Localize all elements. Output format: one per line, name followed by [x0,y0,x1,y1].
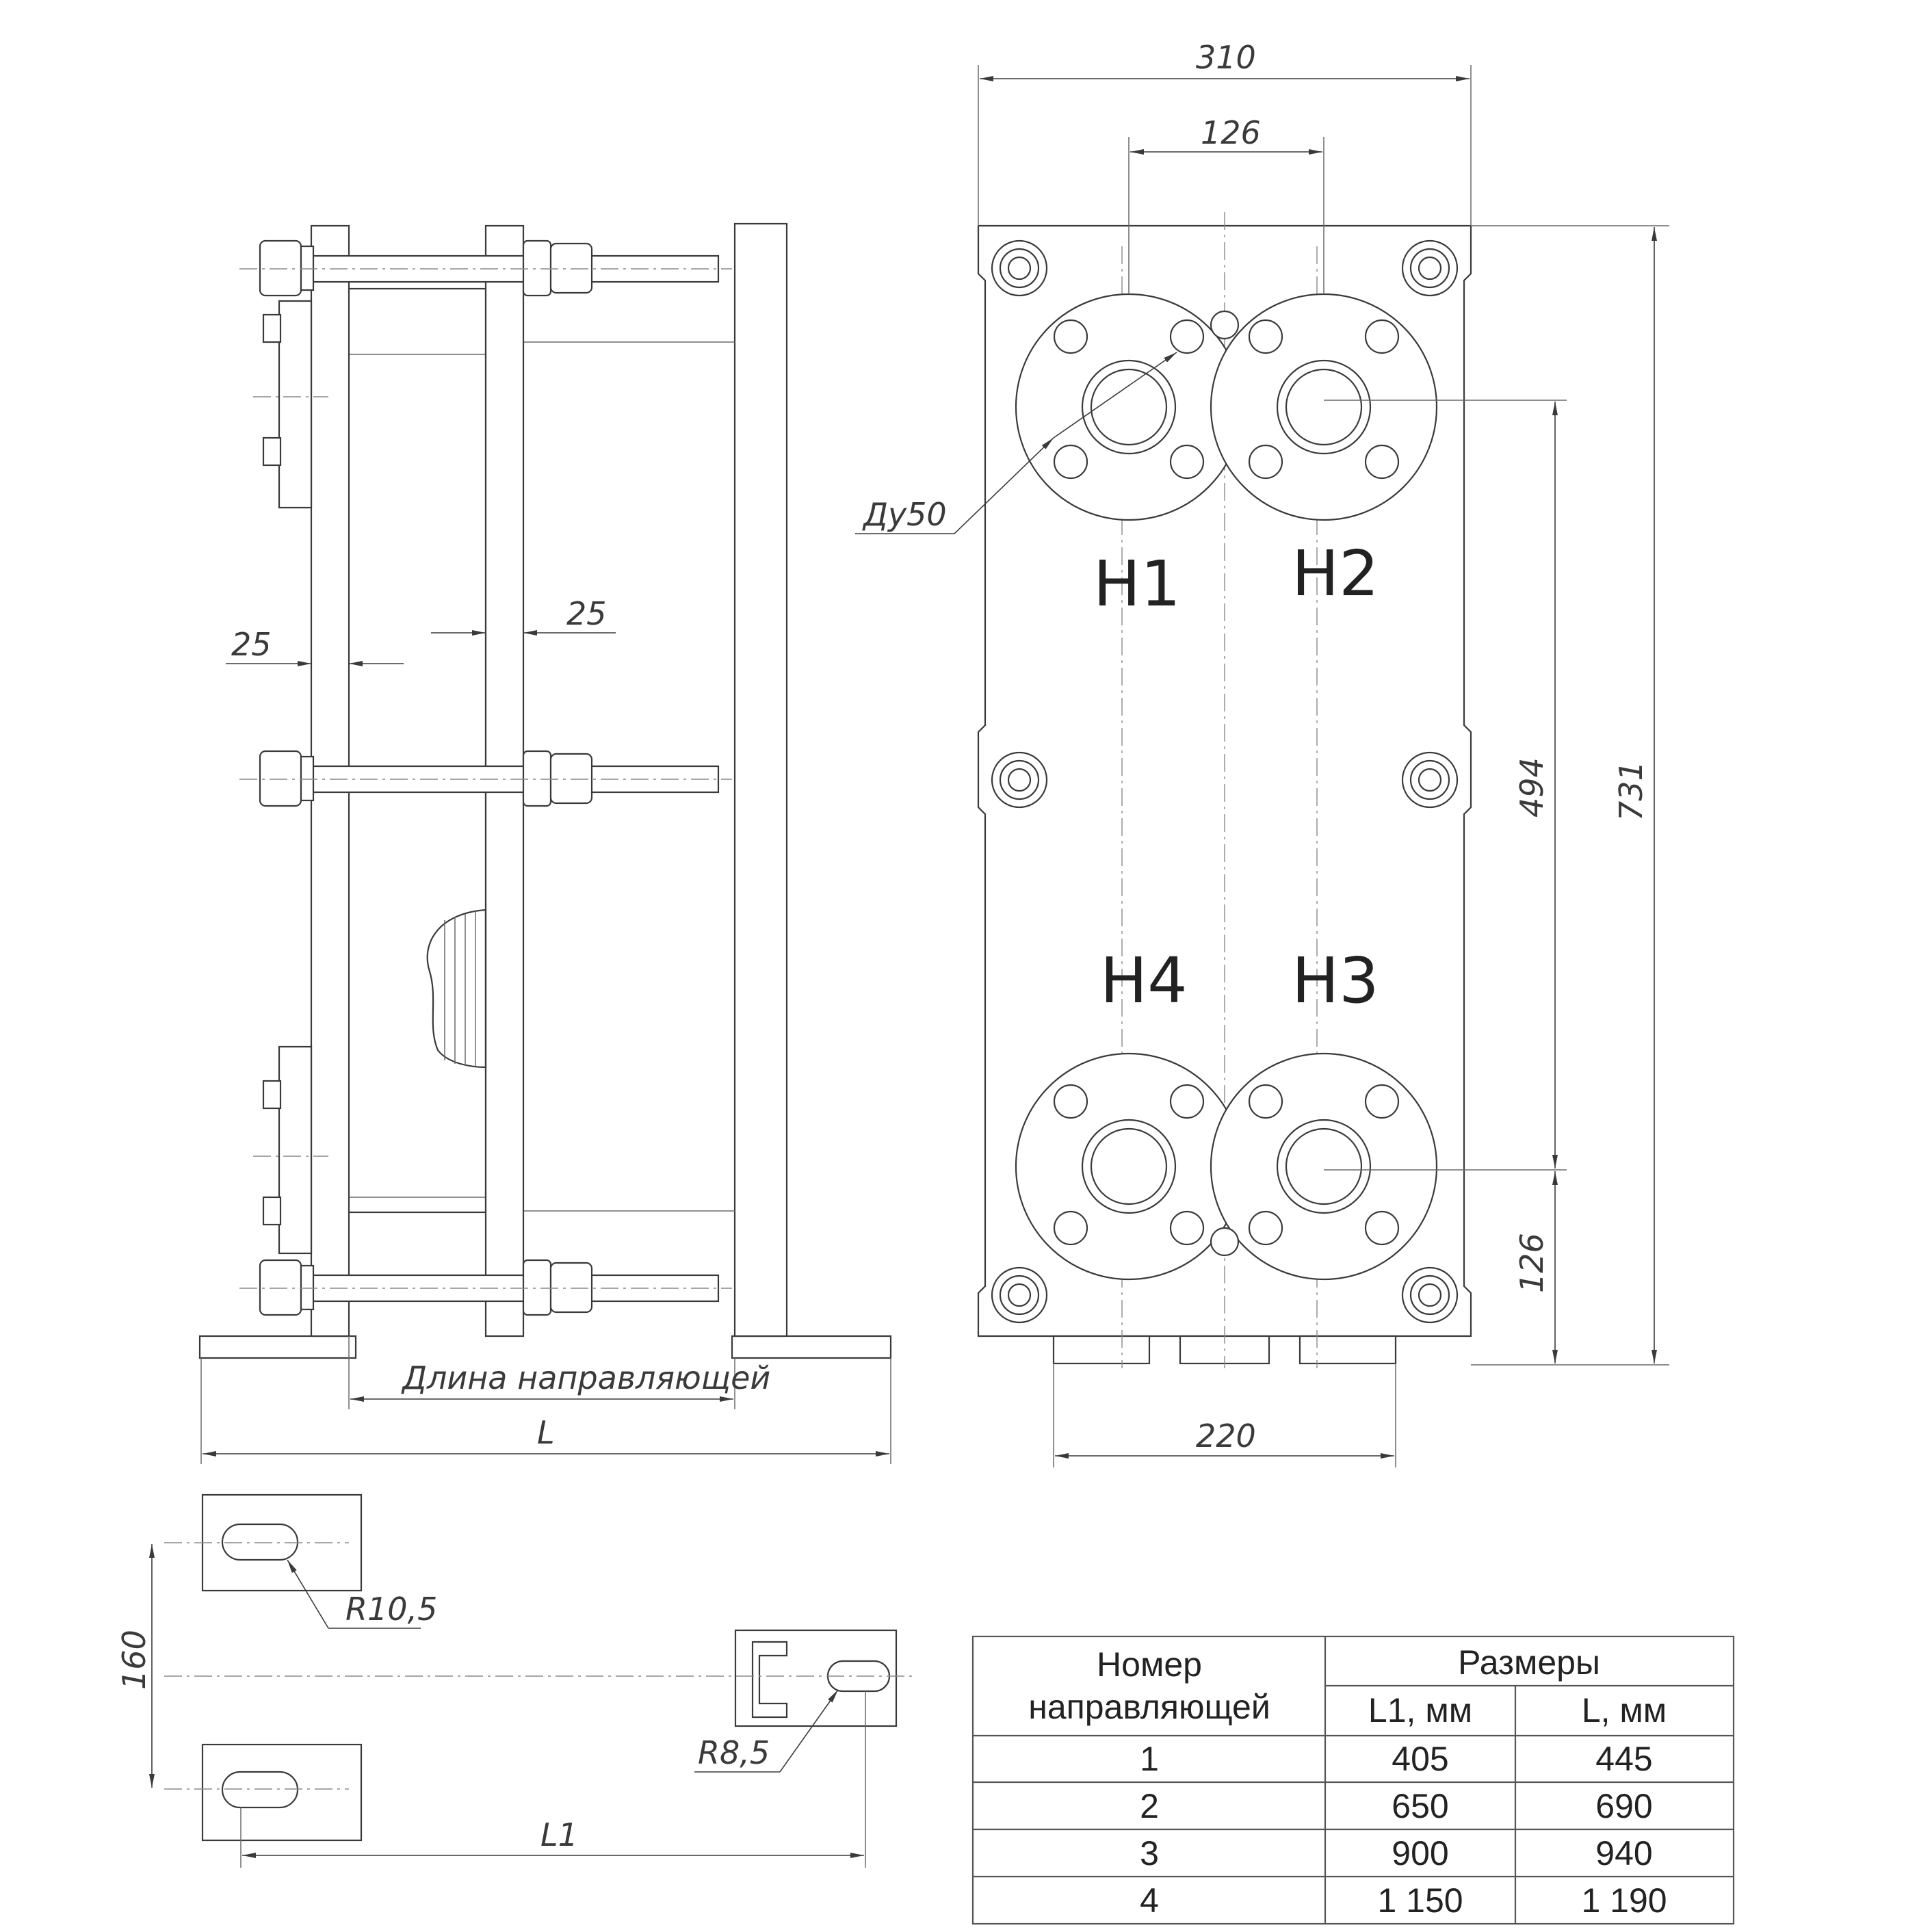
header-sizes: Размеры [1458,1643,1600,1682]
dim-25-mid: 25 [566,595,607,632]
header-number-line1: Номер [1097,1645,1202,1684]
port-label-h4: H4 [1100,944,1188,1017]
flange-h2 [1210,293,1438,521]
table-cell: 3 [1140,1834,1159,1872]
slot-radius-left: R10,5 [345,1591,437,1628]
table-cell: 940 [1595,1834,1652,1872]
foot-plate-bottom [201,1743,363,1842]
foot-plate-right [734,1629,898,1727]
dimension-table: Номер направляющей Размеры L1, мм L, мм … [971,1635,1735,1925]
table-cell: 445 [1595,1740,1652,1778]
guide-length-l1: L1 [540,1816,578,1853]
dim-160: 160 [116,1630,153,1690]
header-l: L, мм [1582,1691,1667,1729]
header-l1: L1, мм [1368,1691,1472,1729]
guide-length-label: Длина направляющей [401,1359,770,1396]
corner-bolts [991,239,1459,1324]
dim-126-top: 126 [1201,114,1261,151]
front-foot-left [1052,1335,1151,1365]
dim-494: 494 [1513,757,1550,818]
front-foot-right [1298,1335,1397,1365]
flange-top-left [278,300,313,509]
tie-rod-top [239,239,732,297]
dim-310: 310 [1196,39,1256,76]
flange-h3 [1210,1052,1438,1281]
table-cell: 1 [1140,1740,1159,1778]
nozzle-label: Ду50 [862,496,947,533]
table-cell: 1 190 [1581,1881,1667,1920]
slot-bottom [221,1771,299,1809]
front-view: H1 H2 H4 H3 Ду50 310 126 731 494 126 [855,39,1669,1467]
port-label-h3: H3 [1292,944,1379,1017]
tie-rod-bottom [239,1259,732,1316]
side-foot-left [198,1335,357,1359]
side-foot-right [731,1335,892,1359]
front-plate [977,224,1472,1337]
port-label-h1: H1 [1093,547,1181,621]
flange-bottom-left [278,1045,313,1255]
table-cell: 900 [1392,1834,1448,1872]
table-cell: 690 [1595,1787,1652,1825]
rear-column [733,222,788,1337]
dim-731: 731 [1613,761,1649,821]
table-cell: 4 [1140,1881,1159,1920]
tie-rod-middle [239,750,732,807]
plate-pack [346,287,487,1214]
dim-126-bottom: 126 [1513,1233,1550,1293]
slot-top [221,1523,299,1561]
gasket-cutout [426,909,487,1069]
table-cell: 2 [1140,1787,1159,1825]
flange-h1 [1015,293,1243,521]
overall-length-label: L [537,1414,555,1451]
header-number-line2: направляющей [1028,1688,1270,1726]
dim-25-left: 25 [231,626,272,663]
port-label-h2: H2 [1292,537,1379,610]
table-cell: 1 150 [1377,1881,1463,1920]
table-cell: 405 [1392,1740,1448,1778]
flange-h4 [1015,1052,1243,1281]
side-view: 25 25 Длина направляющей L [198,222,892,1464]
dim-220: 220 [1196,1418,1256,1454]
slot-radius-right: R8,5 [698,1734,770,1771]
table-cell: 650 [1392,1787,1448,1825]
foot-detail: 160 R10,5 R8,5 L1 [116,1493,917,1868]
